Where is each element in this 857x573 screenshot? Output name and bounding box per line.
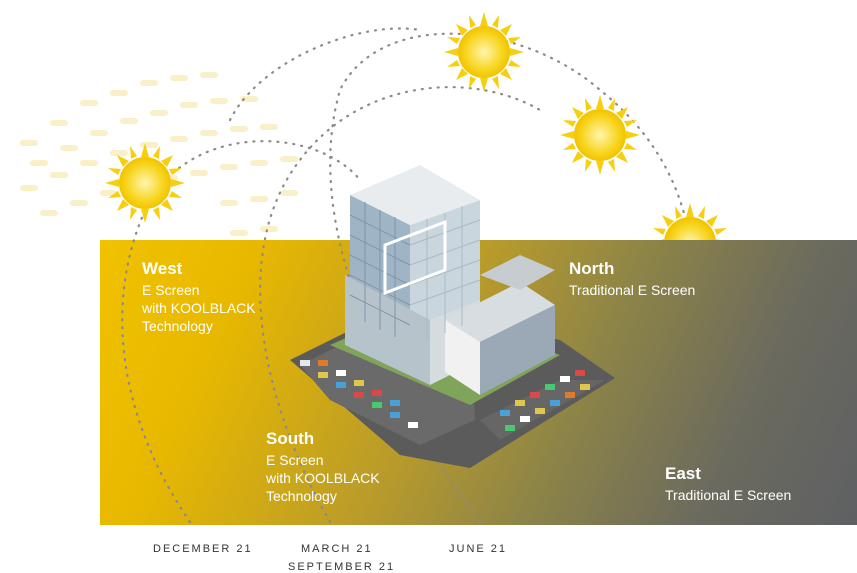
north-description: Traditional E Screen (569, 282, 696, 298)
sun-icon (653, 203, 727, 240)
label-south: South E Screen with KOOLBLACK Technology (266, 429, 380, 505)
sun-path-june (329, 32, 692, 524)
south-direction: South (266, 429, 315, 448)
month-june: JUNE 21 (449, 543, 508, 555)
label-west: West E Screen with KOOLBLACK Technology (142, 259, 256, 335)
sun-path-june-outer (228, 27, 422, 122)
label-east: East Traditional E Screen (665, 464, 791, 504)
east-direction: East (665, 464, 701, 483)
month-december: DECEMBER 21 (153, 543, 253, 555)
sun-icon (560, 95, 640, 175)
sun-path-equinox (259, 86, 542, 524)
west-direction: West (142, 259, 183, 278)
month-september: SEPTEMBER 21 (288, 561, 396, 573)
west-description: E Screen with KOOLBLACK Technology (142, 282, 256, 334)
sun-icon (105, 143, 185, 223)
building-illustration (290, 165, 615, 468)
month-march: MARCH 21 (301, 543, 373, 555)
sun-icon (444, 12, 524, 92)
east-description: Traditional E Screen (665, 487, 792, 503)
north-direction: North (569, 259, 615, 278)
label-north: North Traditional E Screen (569, 259, 695, 299)
south-description: E Screen with KOOLBLACK Technology (266, 452, 380, 504)
